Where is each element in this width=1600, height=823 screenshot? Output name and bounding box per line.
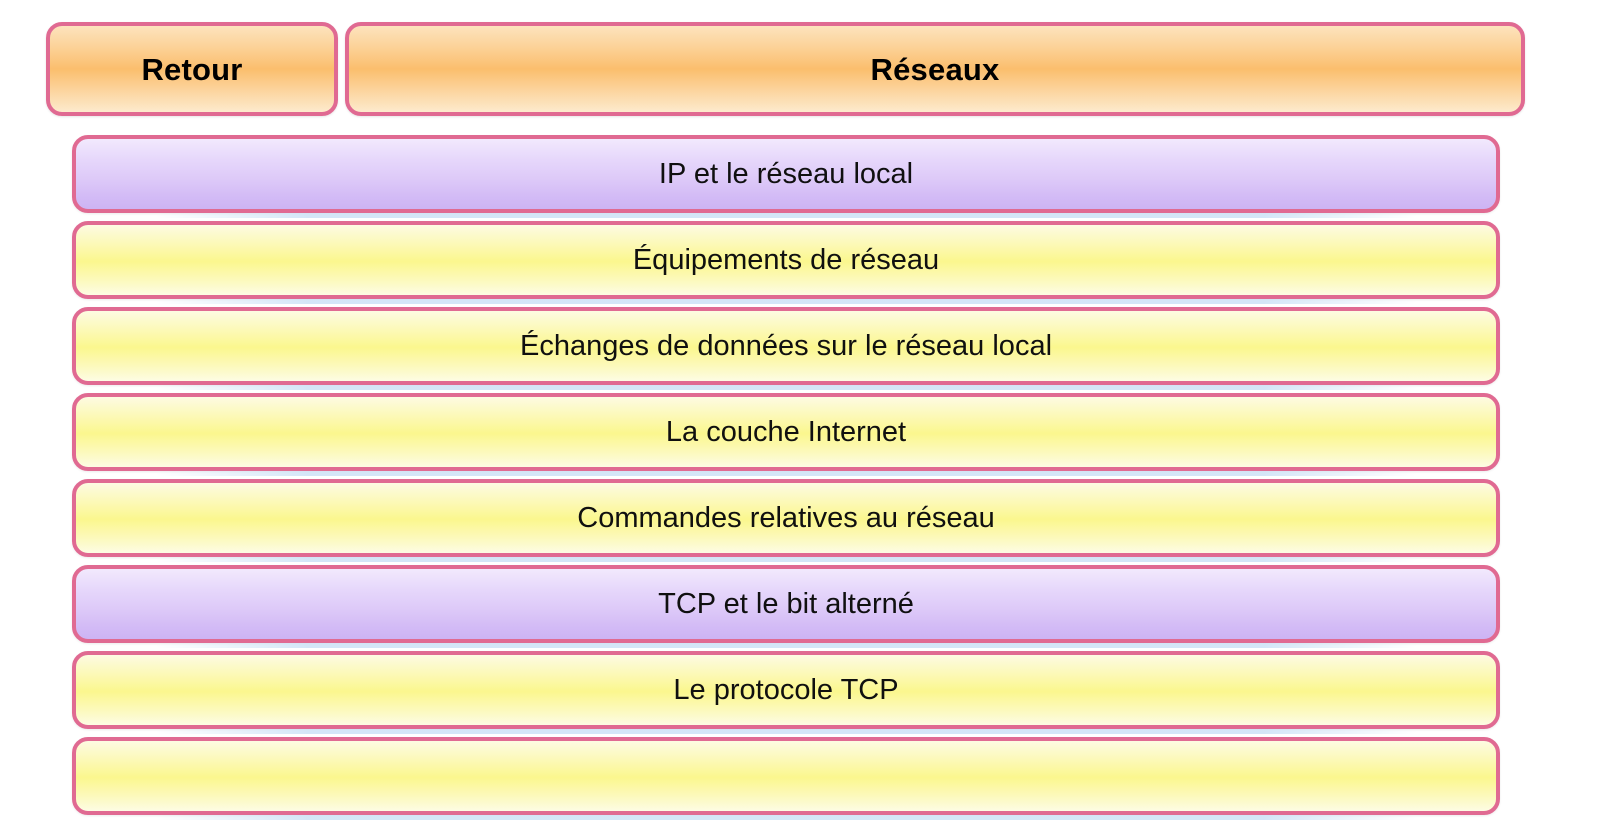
list-item-equipements-de-reseau[interactable]: Équipements de réseau: [72, 221, 1500, 304]
top-header-bar: Retour Réseaux: [46, 22, 1525, 116]
list-item-echanges-de-donnees-sur-le-reseau-local[interactable]: Échanges de données sur le réseau local: [72, 307, 1500, 390]
back-button[interactable]: Retour: [46, 22, 338, 116]
back-button-label: Retour: [141, 51, 243, 87]
page-title: Réseaux: [345, 22, 1525, 116]
list-item-partial-below-fold[interactable]: [72, 737, 1500, 820]
list-item-label: Équipements de réseau: [632, 243, 940, 276]
list-item-commandes-relatives-au-reseau[interactable]: Commandes relatives au réseau: [72, 479, 1500, 562]
topic-list: IP et le réseau local Équipements de rés…: [72, 135, 1500, 823]
list-item-le-protocole-tcp[interactable]: Le protocole TCP: [72, 651, 1500, 734]
list-item-label: Commandes relatives au réseau: [577, 501, 995, 534]
list-item-label: Échanges de données sur le réseau local: [519, 329, 1053, 362]
list-item-la-couche-internet[interactable]: La couche Internet: [72, 393, 1500, 476]
list-item-label: La couche Internet: [665, 415, 907, 448]
list-item-label: TCP et le bit alterné: [658, 587, 914, 620]
list-item-label: Le protocole TCP: [673, 673, 899, 706]
page-title-label: Réseaux: [870, 51, 1000, 87]
list-item-label: IP et le réseau local: [658, 157, 914, 190]
list-item-ip-et-le-reseau-local[interactable]: IP et le réseau local: [72, 135, 1500, 218]
app-root: Retour Réseaux IP et le réseau local Équ…: [46, 22, 1525, 820]
list-item-tcp-et-le-bit-alterne[interactable]: TCP et le bit alterné: [72, 565, 1500, 648]
